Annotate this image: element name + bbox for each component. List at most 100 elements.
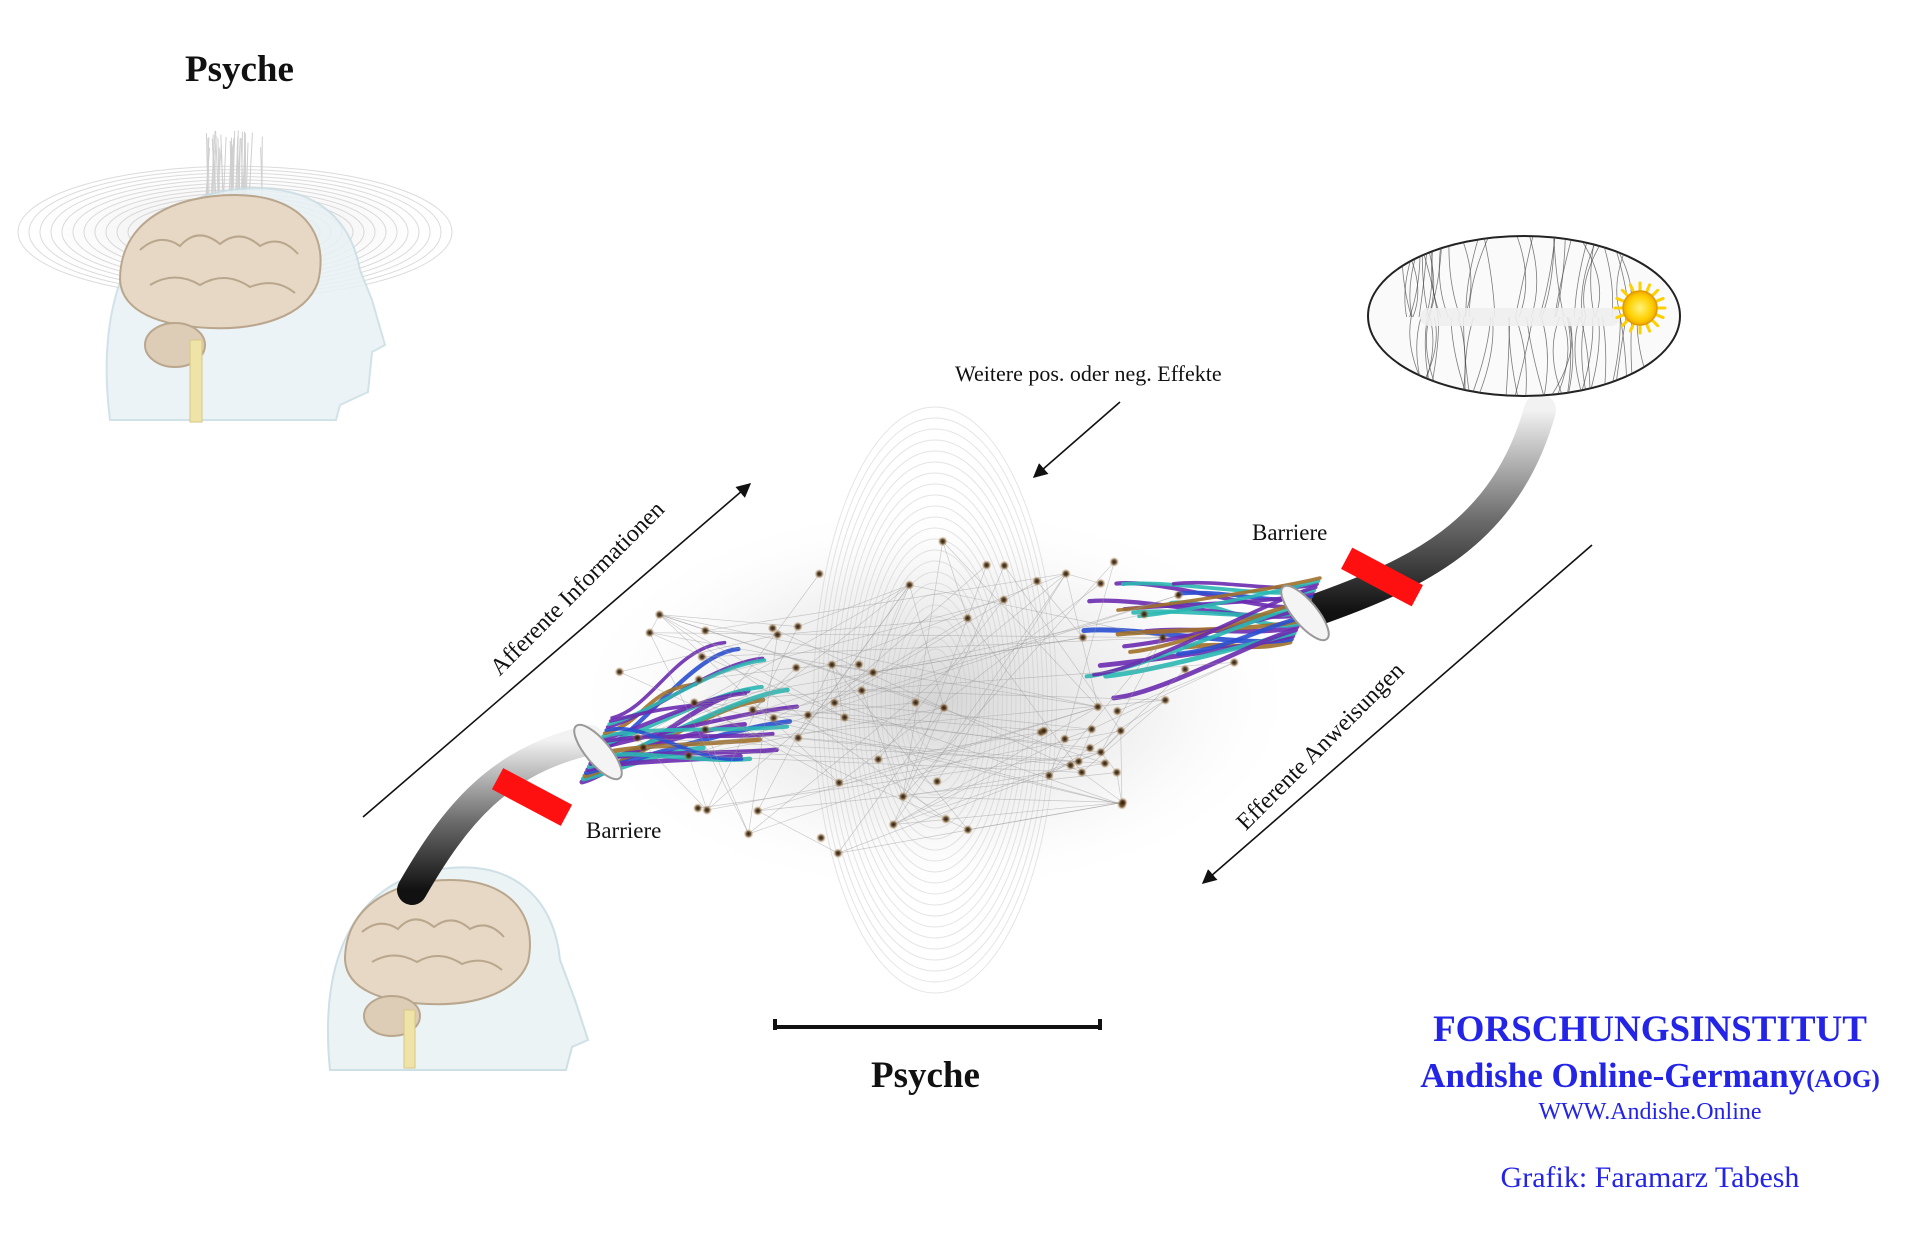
afferent-arrow bbox=[362, 483, 752, 818]
neuron-dot bbox=[614, 666, 625, 677]
neuron-link bbox=[838, 583, 1101, 783]
neuron-link bbox=[688, 755, 1082, 773]
neuron-dot bbox=[888, 819, 899, 830]
neuron-link bbox=[706, 626, 799, 811]
neuron-dot bbox=[856, 685, 867, 696]
neuron-dot bbox=[1076, 767, 1087, 778]
neuron-dot bbox=[1073, 756, 1084, 767]
neuron-dot bbox=[981, 560, 992, 571]
neuron-dot bbox=[689, 697, 700, 708]
sun-icon bbox=[1613, 281, 1667, 335]
nerve-fiber bbox=[1137, 579, 1321, 619]
neuron-dot bbox=[1059, 733, 1070, 744]
neuron-dot bbox=[1095, 578, 1106, 589]
neuron-dot bbox=[692, 803, 703, 814]
neuron-link bbox=[834, 594, 1179, 704]
neuron-dot bbox=[897, 791, 908, 802]
neuron-dot bbox=[1044, 770, 1055, 781]
neuron-link bbox=[659, 614, 1106, 764]
neuron-dot bbox=[700, 625, 711, 636]
neuron-link bbox=[705, 672, 874, 730]
brain-folds bbox=[361, 918, 505, 971]
barrier-right-label: Barriere bbox=[1252, 520, 1328, 545]
neuron-link bbox=[861, 690, 1166, 701]
neuron-link bbox=[1081, 772, 1124, 803]
neuron-dot bbox=[937, 536, 948, 547]
neuron-dot bbox=[998, 594, 1009, 605]
neuron-link bbox=[752, 709, 1123, 806]
neuron-link bbox=[772, 627, 1082, 773]
neuron-link bbox=[837, 751, 1102, 854]
neuron-link bbox=[649, 632, 1163, 638]
neuron-link bbox=[1120, 730, 1123, 805]
neuron-link bbox=[1117, 662, 1235, 712]
neuron-link bbox=[893, 573, 1067, 825]
brain-folds bbox=[139, 234, 299, 294]
psyche-bracket bbox=[773, 1019, 1102, 1030]
neuron-dot bbox=[834, 777, 845, 788]
neuron-dot bbox=[792, 621, 803, 632]
neuron-dot bbox=[833, 848, 844, 859]
neuron-dot bbox=[826, 659, 837, 670]
neuron-link bbox=[877, 599, 1005, 760]
neuron-link bbox=[844, 717, 1101, 753]
neuron-dot bbox=[693, 674, 704, 685]
neuron-dot bbox=[696, 651, 707, 662]
neuron-dot bbox=[1031, 576, 1042, 587]
neuron-link bbox=[704, 729, 749, 834]
neuron-link bbox=[659, 614, 1098, 708]
field-ripple bbox=[844, 483, 1026, 917]
neuron-link bbox=[1089, 699, 1166, 749]
neuron-link bbox=[1078, 729, 1093, 762]
neuron-link bbox=[706, 564, 987, 811]
neuron-link bbox=[936, 573, 1067, 782]
neuron-dot bbox=[743, 828, 754, 839]
neuron-link bbox=[902, 796, 1123, 803]
neuron-link bbox=[706, 730, 1121, 811]
field-ripple bbox=[862, 527, 1008, 873]
neuron-dot bbox=[1086, 724, 1097, 735]
nerve-fiber bbox=[610, 640, 727, 720]
neuron-dot bbox=[853, 659, 864, 670]
neuron-link bbox=[643, 699, 1166, 748]
nerve-fiber bbox=[1176, 615, 1304, 657]
field-ripple bbox=[880, 571, 990, 829]
nerve-fiber bbox=[601, 724, 790, 739]
neuron-link bbox=[1004, 565, 1122, 732]
neuron-link bbox=[688, 594, 1179, 756]
neuron-link bbox=[694, 662, 1235, 703]
neuron-link bbox=[1048, 637, 1164, 776]
neuron-dot bbox=[814, 568, 825, 579]
neuron-link bbox=[893, 802, 1123, 825]
neuron-link bbox=[942, 541, 968, 619]
field-ripple bbox=[867, 538, 1003, 862]
neuron-dot bbox=[767, 623, 778, 634]
neuron-dot bbox=[1039, 725, 1050, 736]
institute-name: FORSCHUNGSINSTITUT bbox=[1433, 1009, 1867, 1050]
psyche-title-bottom: Psyche bbox=[871, 1055, 980, 1096]
field-ripple bbox=[849, 494, 1021, 906]
brain-head-with-field-icon bbox=[10, 130, 460, 423]
neuron-link bbox=[757, 772, 1117, 812]
field-ripple bbox=[889, 593, 981, 807]
neuron-link bbox=[834, 702, 1092, 730]
neuron-dot bbox=[1180, 664, 1191, 675]
field-ripple bbox=[826, 439, 1044, 961]
neuron-dot bbox=[932, 776, 943, 787]
neuron-dot bbox=[793, 732, 804, 743]
neuron-dot bbox=[654, 609, 665, 620]
neuron-link bbox=[1036, 580, 1084, 638]
org-name-text: Andishe Online-Germany bbox=[1420, 1056, 1807, 1095]
neuron-dot bbox=[962, 613, 973, 624]
effects-arrow bbox=[1032, 401, 1121, 478]
neuron-dot bbox=[904, 579, 915, 590]
website-url: WWW.Andishe.Online bbox=[1538, 1099, 1762, 1125]
neuron-link bbox=[909, 584, 1163, 638]
neuron-link bbox=[837, 802, 1123, 854]
neuron-link bbox=[704, 573, 820, 730]
neuron-dot bbox=[1065, 760, 1076, 771]
neuron-link bbox=[797, 584, 910, 627]
neuron-link bbox=[942, 541, 1099, 708]
afferent-nerve-tube bbox=[397, 725, 605, 905]
neuron-link bbox=[893, 565, 1005, 825]
